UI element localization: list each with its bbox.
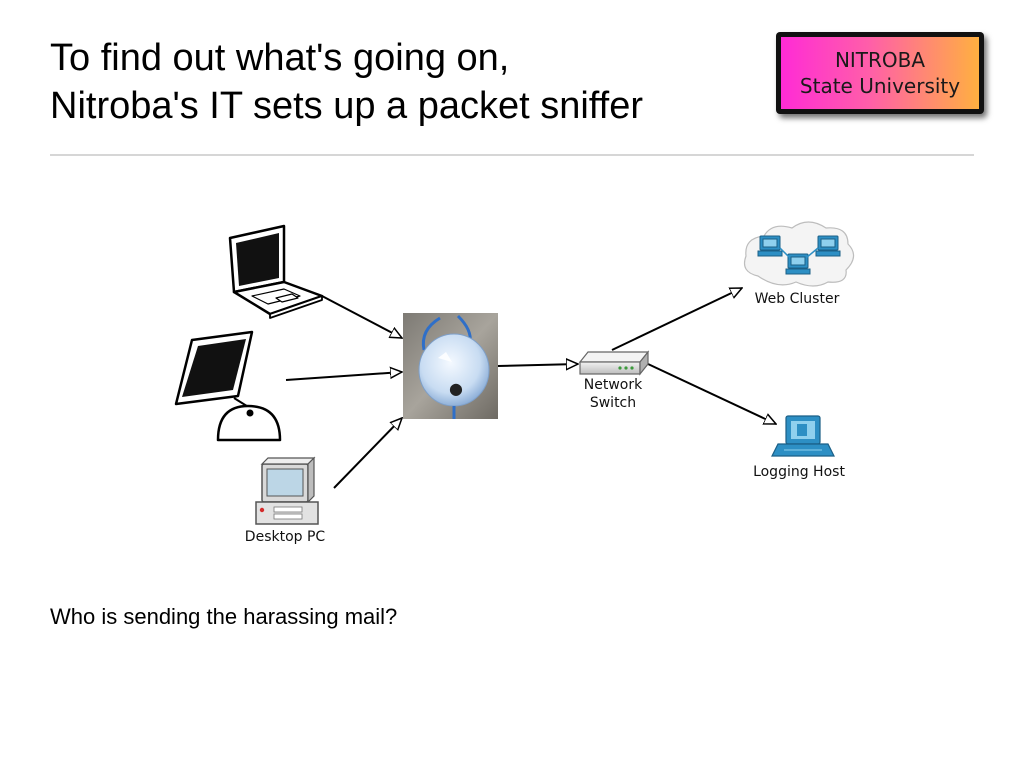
network-switch-icon [578, 350, 650, 376]
desktop-pc-label: Desktop PC [245, 529, 326, 545]
arrow-desktop-to-sniffer [333, 418, 402, 489]
logo-line-1: NITROBA [834, 48, 926, 72]
imac-icon [174, 330, 282, 442]
laptop-icon [228, 224, 324, 319]
arrow-imac-to-sniffer [285, 372, 402, 381]
logo-panel: NITROBA State University [781, 37, 979, 109]
question-text: Who is sending the harassing mail? [50, 604, 398, 629]
connection-arrows [285, 287, 776, 489]
title-divider [50, 154, 974, 156]
logo-line-2: State University [799, 74, 961, 98]
network-switch-label-line-2: Switch [590, 395, 636, 411]
arrow-sniffer-to-switch [497, 364, 578, 366]
slide-title-line-2: Nitroba's IT sets up a packet sniffer [50, 85, 644, 127]
slide-title: To find out what's going on, Nitroba's I… [50, 34, 750, 130]
arrow-laptop-to-sniffer [321, 295, 402, 339]
network-switch-label-line-1: Network [584, 377, 643, 393]
university-logo: NITROBA State University [776, 32, 984, 114]
packet-sniffer-photo: ● [403, 313, 498, 419]
arrow-switch-to-logging-host [647, 363, 776, 425]
web-cluster-icon [743, 221, 855, 287]
desktop-pc-icon [255, 456, 319, 525]
web-cluster-label: Web Cluster [755, 291, 840, 307]
arrow-switch-to-web-cluster [611, 287, 742, 351]
apple-logo-icon: ● [449, 379, 463, 398]
logging-host-label: Logging Host [753, 464, 845, 480]
slide-title-line-1: To find out what's going on, [50, 37, 510, 79]
logging-host-icon [771, 415, 835, 457]
